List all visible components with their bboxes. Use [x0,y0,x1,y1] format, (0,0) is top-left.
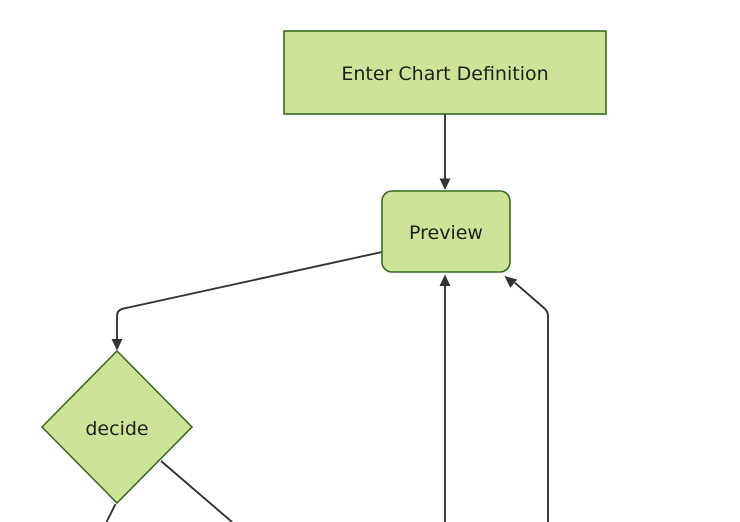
node-decide: decide [40,349,194,505]
node-label: decide [85,418,148,440]
arrowhead-icon [111,339,123,351]
edge-decide-to-offscreen-right [160,460,233,522]
node-label: Preview [409,222,483,244]
node-label: Enter Chart Definition [341,63,548,85]
node-preview: Preview [381,190,511,273]
arrowhead-icon [504,276,518,288]
edge-line [116,251,383,339]
rectangle-shape [283,30,607,115]
edge-offscreen-to-preview-vertical [439,274,451,522]
arrowhead-icon [439,178,451,190]
edge-line [105,503,117,522]
diamond-shape [40,349,194,505]
edge-line [514,282,549,522]
edge-line [160,460,233,522]
edge-preview-to-decide [111,251,383,351]
edge-offscreen-to-preview-diagonal [504,276,549,522]
node-enter-chart-definition: Enter Chart Definition [283,30,607,115]
edge-enter-chart-definition-to-preview [439,114,451,190]
rounded-rectangle-shape [381,190,511,273]
edge-decide-to-offscreen-left [105,503,117,522]
arrowhead-icon [439,274,451,286]
